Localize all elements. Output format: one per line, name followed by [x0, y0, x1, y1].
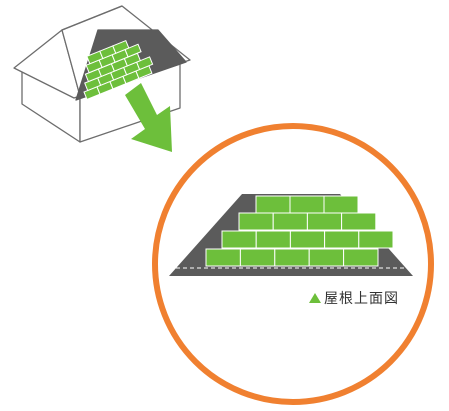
arrow [125, 83, 172, 152]
solar-panel [358, 230, 394, 249]
house-solar-panel [112, 39, 130, 54]
house-solar-panel [124, 43, 142, 58]
solar-panel [239, 248, 276, 267]
solar-panel [272, 212, 308, 231]
solar-panel [308, 248, 345, 267]
house-solar-panel [135, 56, 154, 71]
solar-panel [289, 195, 325, 214]
solar-panel [306, 212, 343, 231]
solar-panel [238, 212, 274, 231]
house-solar-panels [83, 39, 154, 101]
solar-panel [323, 195, 359, 214]
solar-panel [341, 212, 377, 231]
solar-panel [343, 248, 379, 267]
caption: 屋根上面図 [309, 288, 399, 308]
house-ridge-line [61, 5, 123, 31]
solar-panel [221, 230, 257, 249]
solar-panel [205, 248, 241, 267]
solar-panel [255, 195, 291, 214]
solar-panel [255, 230, 291, 249]
roof-top-view-solar-panels [205, 195, 394, 267]
solar-panel [274, 248, 310, 267]
green-arrow-icon [125, 83, 172, 152]
solar-panel [289, 230, 326, 249]
caption-label: 屋根上面図 [324, 291, 399, 307]
solar-panel [324, 230, 360, 249]
triangle-icon [309, 293, 321, 303]
